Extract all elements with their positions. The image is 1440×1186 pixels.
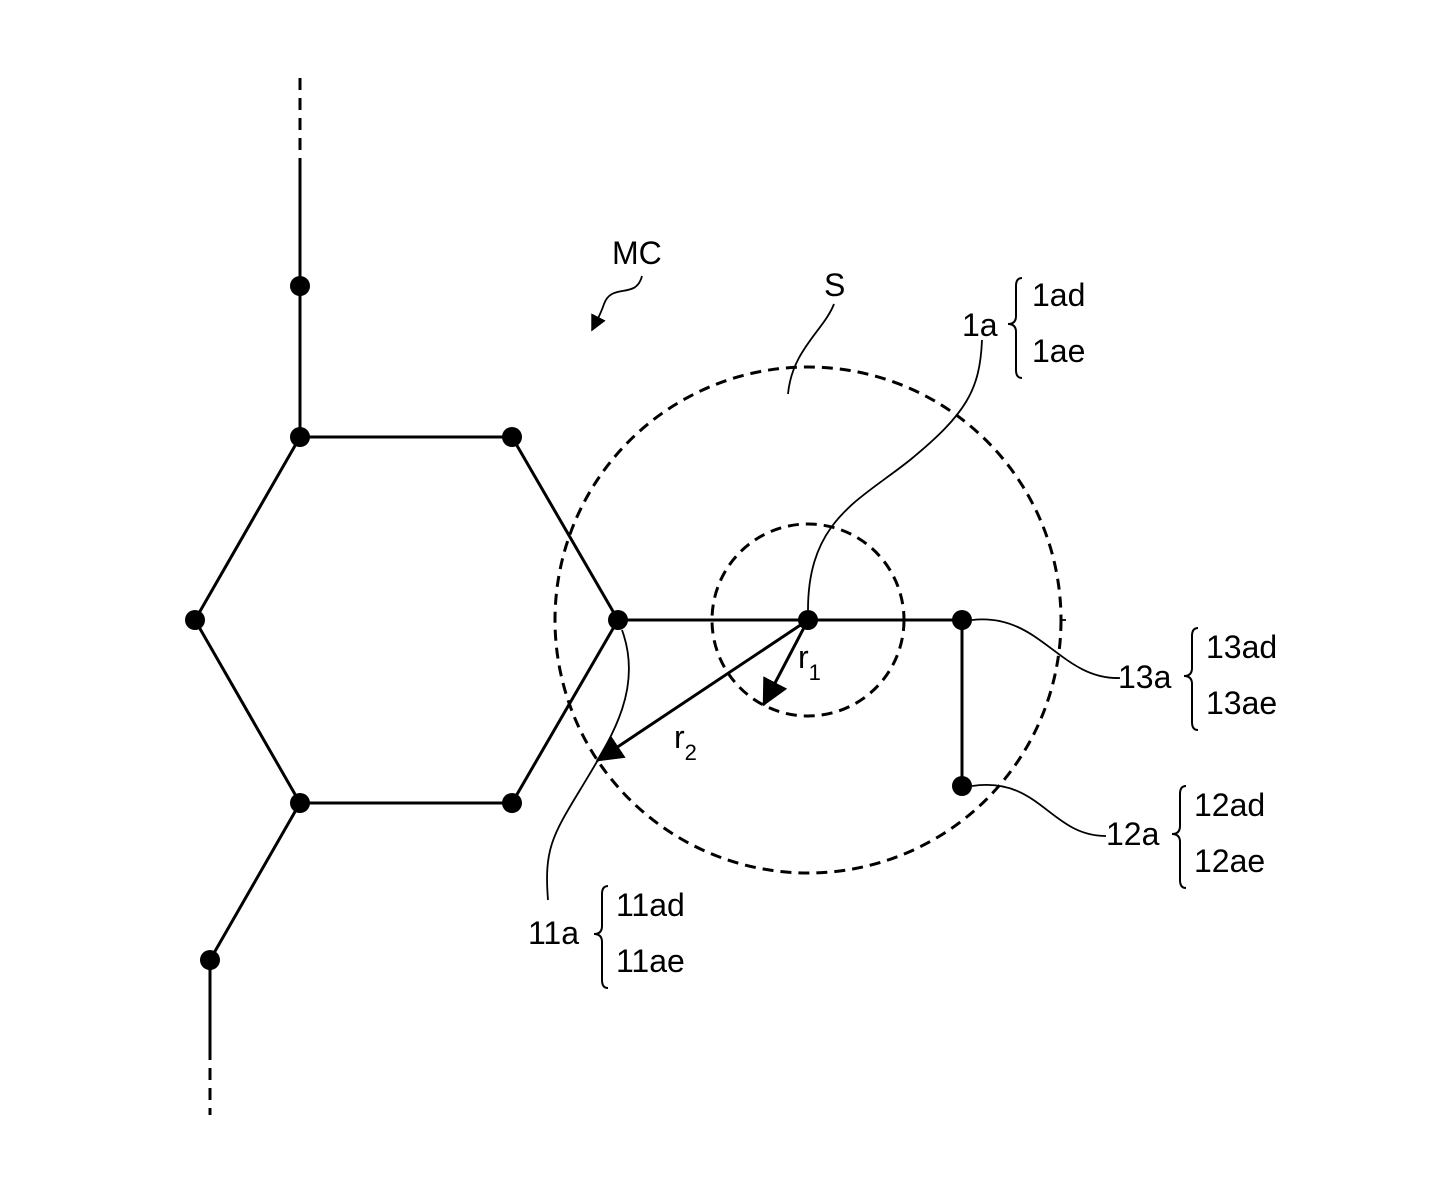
leader-13a bbox=[971, 618, 1121, 679]
atom-chain-bottom bbox=[200, 950, 220, 970]
bottom-chain-bond bbox=[208, 801, 302, 962]
region-leader-line bbox=[787, 303, 835, 395]
atom-12a bbox=[952, 776, 972, 796]
radius-r1-label: r1 bbox=[798, 639, 821, 685]
radius-r2-arrow bbox=[595, 618, 810, 762]
inner-sphere-r1 bbox=[710, 522, 906, 718]
ref-item-11ad: 11ad bbox=[616, 887, 685, 923]
atom-ring-bottom-left bbox=[290, 793, 310, 813]
ref-label-12a: 12a bbox=[1106, 816, 1160, 852]
atoms bbox=[185, 276, 972, 970]
ref-label-1a: 1a bbox=[962, 307, 998, 343]
atom-ring-left bbox=[185, 610, 205, 630]
atom-ring-top-right bbox=[502, 427, 522, 447]
brace-1a bbox=[1007, 277, 1023, 379]
leader-12a bbox=[971, 783, 1107, 837]
reference-group-12a: 12a 12ad 12ae bbox=[1106, 785, 1265, 889]
brace-12a bbox=[1171, 785, 1187, 889]
leader-1a bbox=[807, 339, 983, 611]
brace-11a bbox=[593, 885, 609, 989]
ref-item-1ad: 1ad bbox=[1032, 277, 1085, 313]
radius-r2-label: r2 bbox=[674, 719, 697, 765]
ref-item-13ae: 13ae bbox=[1206, 685, 1277, 721]
region-label: S bbox=[824, 267, 845, 303]
reference-group-13a: 13a 13ad 13ae bbox=[1118, 627, 1277, 731]
reference-group-1a: 1a 1ad 1ae bbox=[962, 277, 1085, 379]
reference-group-11a: 11a 11ad 11ae bbox=[528, 885, 685, 989]
atom-chain-top bbox=[290, 276, 310, 296]
brace-13a bbox=[1183, 627, 1199, 731]
ref-item-13ad: 13ad bbox=[1206, 629, 1277, 665]
atom-13a bbox=[952, 610, 972, 630]
ref-item-12ae: 12ae bbox=[1194, 843, 1265, 879]
atom-ring-bottom-right bbox=[502, 793, 522, 813]
ref-label-11a: 11a bbox=[528, 915, 579, 951]
atom-1a bbox=[798, 610, 818, 630]
leader-11a bbox=[546, 629, 630, 901]
ref-item-11ae: 11ae bbox=[616, 943, 685, 979]
ref-item-1ae: 1ae bbox=[1032, 333, 1085, 369]
molecule-label: MC bbox=[612, 235, 662, 271]
ref-item-12ad: 12ad bbox=[1194, 787, 1265, 823]
ref-label-13a: 13a bbox=[1118, 659, 1172, 695]
atom-11a bbox=[608, 610, 628, 630]
atom-ring-top-left bbox=[290, 427, 310, 447]
radius-r1-arrow bbox=[762, 618, 810, 707]
molecule-pointer-arrow bbox=[591, 275, 643, 332]
